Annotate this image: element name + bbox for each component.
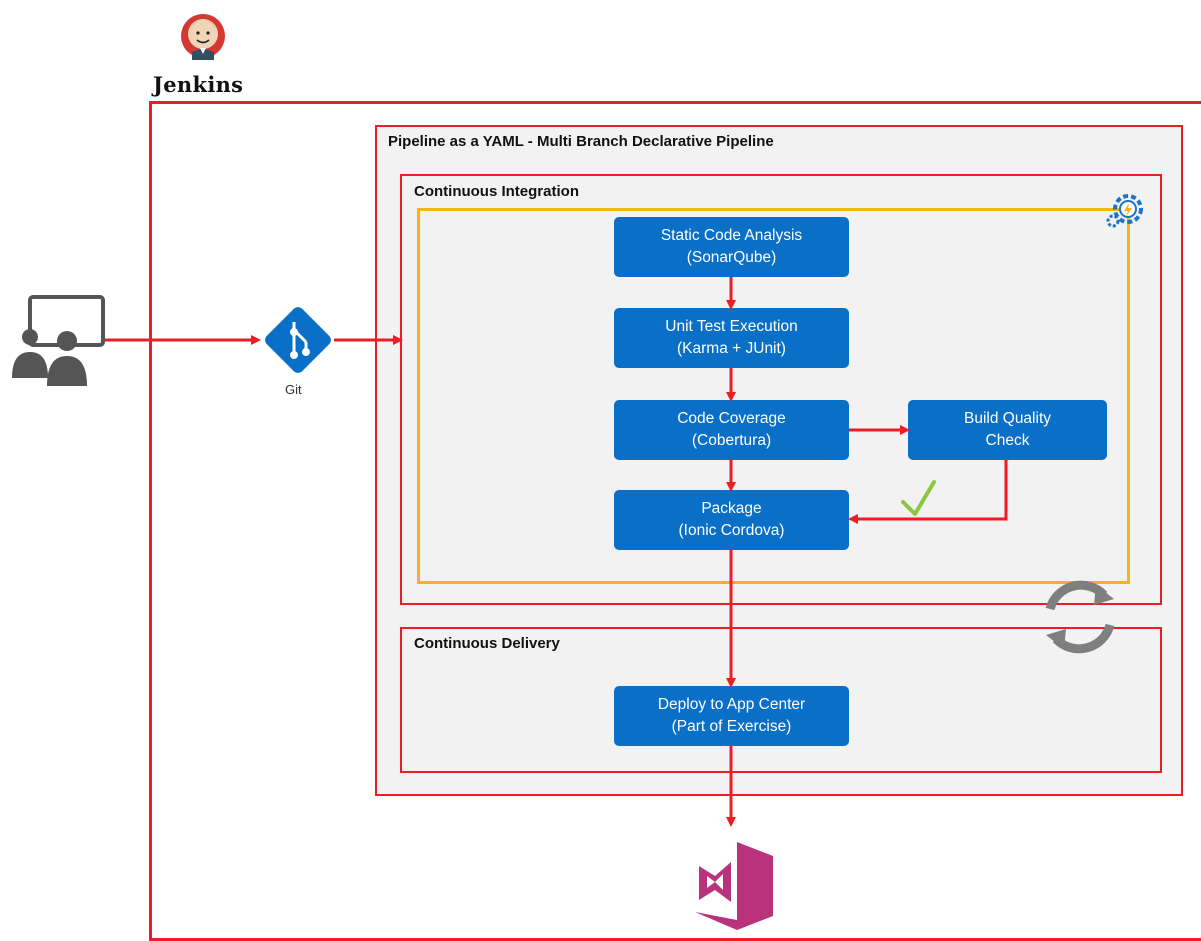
stage-label-line1: Static Code Analysis [660,227,803,244]
continuous-integration-box [400,174,1162,605]
continuous-integration-title: Continuous Integration [414,183,579,200]
stage-label-line2: (Part of Exercise) [671,718,792,735]
stage-code-coverage: Code Coverage (Cobertura) [614,400,849,460]
continuous-delivery-box [400,627,1162,773]
stage-package: Package (Ionic Cordova) [614,490,849,550]
ci-automation-loop [417,208,1130,584]
continuous-delivery-title: Continuous Delivery [414,635,560,652]
git-label: Git [285,382,302,397]
stage-label-line1: Package [701,500,762,517]
developers-presentation-icon [12,295,105,386]
stage-label-line2: Check [985,432,1030,449]
stage-label-line2: (Karma + JUnit) [677,340,786,357]
stage-label-line2: (SonarQube) [686,249,777,266]
stage-label-line1: Build Quality [963,410,1051,427]
stage-static-code-analysis: Static Code Analysis (SonarQube) [614,217,849,277]
stage-label-line1: Code Coverage [677,410,786,427]
stage-label-line2: (Cobertura) [691,432,772,449]
stage-label-line2: (Ionic Cordova) [678,522,785,539]
stage-deploy-app-center: Deploy to App Center (Part of Exercise) [614,686,849,746]
stage-unit-test-execution: Unit Test Execution (Karma + JUnit) [614,308,849,368]
jenkins-title: Jenkins [153,72,244,97]
stage-label-line1: Unit Test Execution [665,318,798,335]
pipeline-title: Pipeline as a YAML - Multi Branch Declar… [388,133,774,150]
stage-build-quality-check: Build Quality Check [908,400,1107,460]
jenkins-butler-icon [181,14,225,60]
stage-label-line1: Deploy to App Center [657,696,806,713]
